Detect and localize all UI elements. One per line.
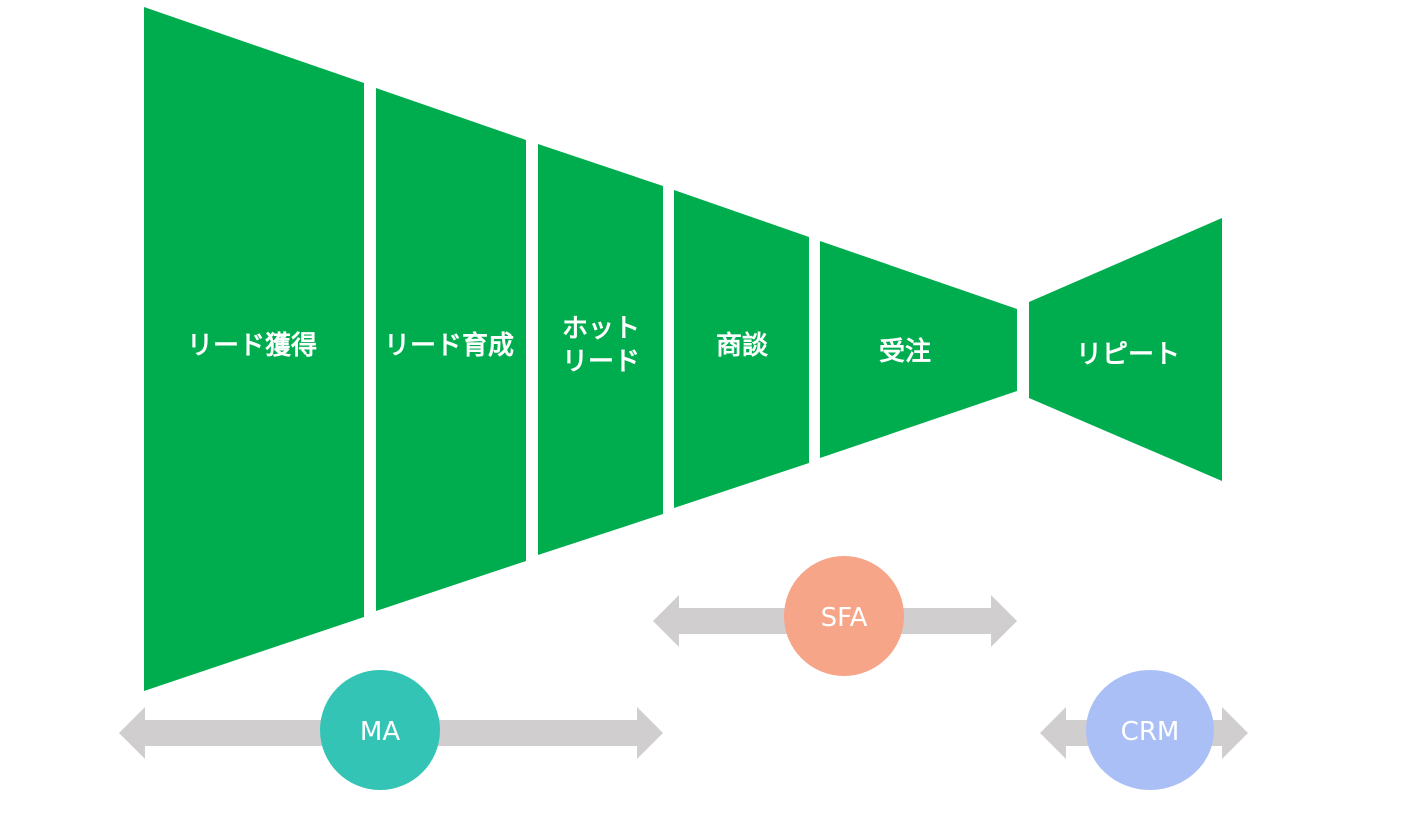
stage-shape — [376, 88, 526, 611]
funnel-stages: リード獲得 リード育成 ホット リード 商談 受注 リピート — [144, 7, 1222, 691]
tool-sfa: SFA — [653, 556, 1017, 676]
stage-lead-acquisition: リード獲得 — [144, 7, 364, 691]
stage-shape — [1029, 218, 1222, 481]
tool-label-crm: CRM — [1121, 717, 1180, 747]
tool-label-ma: MA — [360, 717, 400, 747]
stage-label: 受注 — [879, 336, 931, 367]
stage-label-line-1: ホット — [562, 314, 640, 344]
tool-ranges: SFA MA CRM — [119, 556, 1248, 790]
stage-shape — [820, 241, 1017, 458]
stage-label: リード獲得 — [187, 331, 317, 361]
stage-label: リード育成 — [384, 330, 514, 361]
tool-badge-ma — [320, 670, 440, 790]
tool-crm: CRM — [1040, 670, 1248, 790]
tool-badge-sfa — [784, 556, 904, 676]
tool-label-sfa: SFA — [821, 603, 868, 633]
stage-label: 商談 — [716, 330, 769, 361]
stage-shape — [144, 7, 364, 691]
stage-shape — [538, 144, 663, 555]
stage-label: リピート — [1076, 340, 1180, 370]
tool-badge-crm — [1086, 670, 1214, 790]
stage-shape — [674, 190, 809, 508]
stage-negotiation: 商談 — [674, 190, 809, 508]
stage-order: 受注 — [820, 241, 1017, 458]
stage-label-line-2: リード — [562, 347, 640, 377]
stage-repeat: リピート — [1029, 218, 1222, 481]
stage-hot-lead: ホット リード — [538, 144, 663, 555]
stage-lead-nurturing: リード育成 — [376, 88, 526, 611]
tool-ma: MA — [119, 670, 663, 790]
